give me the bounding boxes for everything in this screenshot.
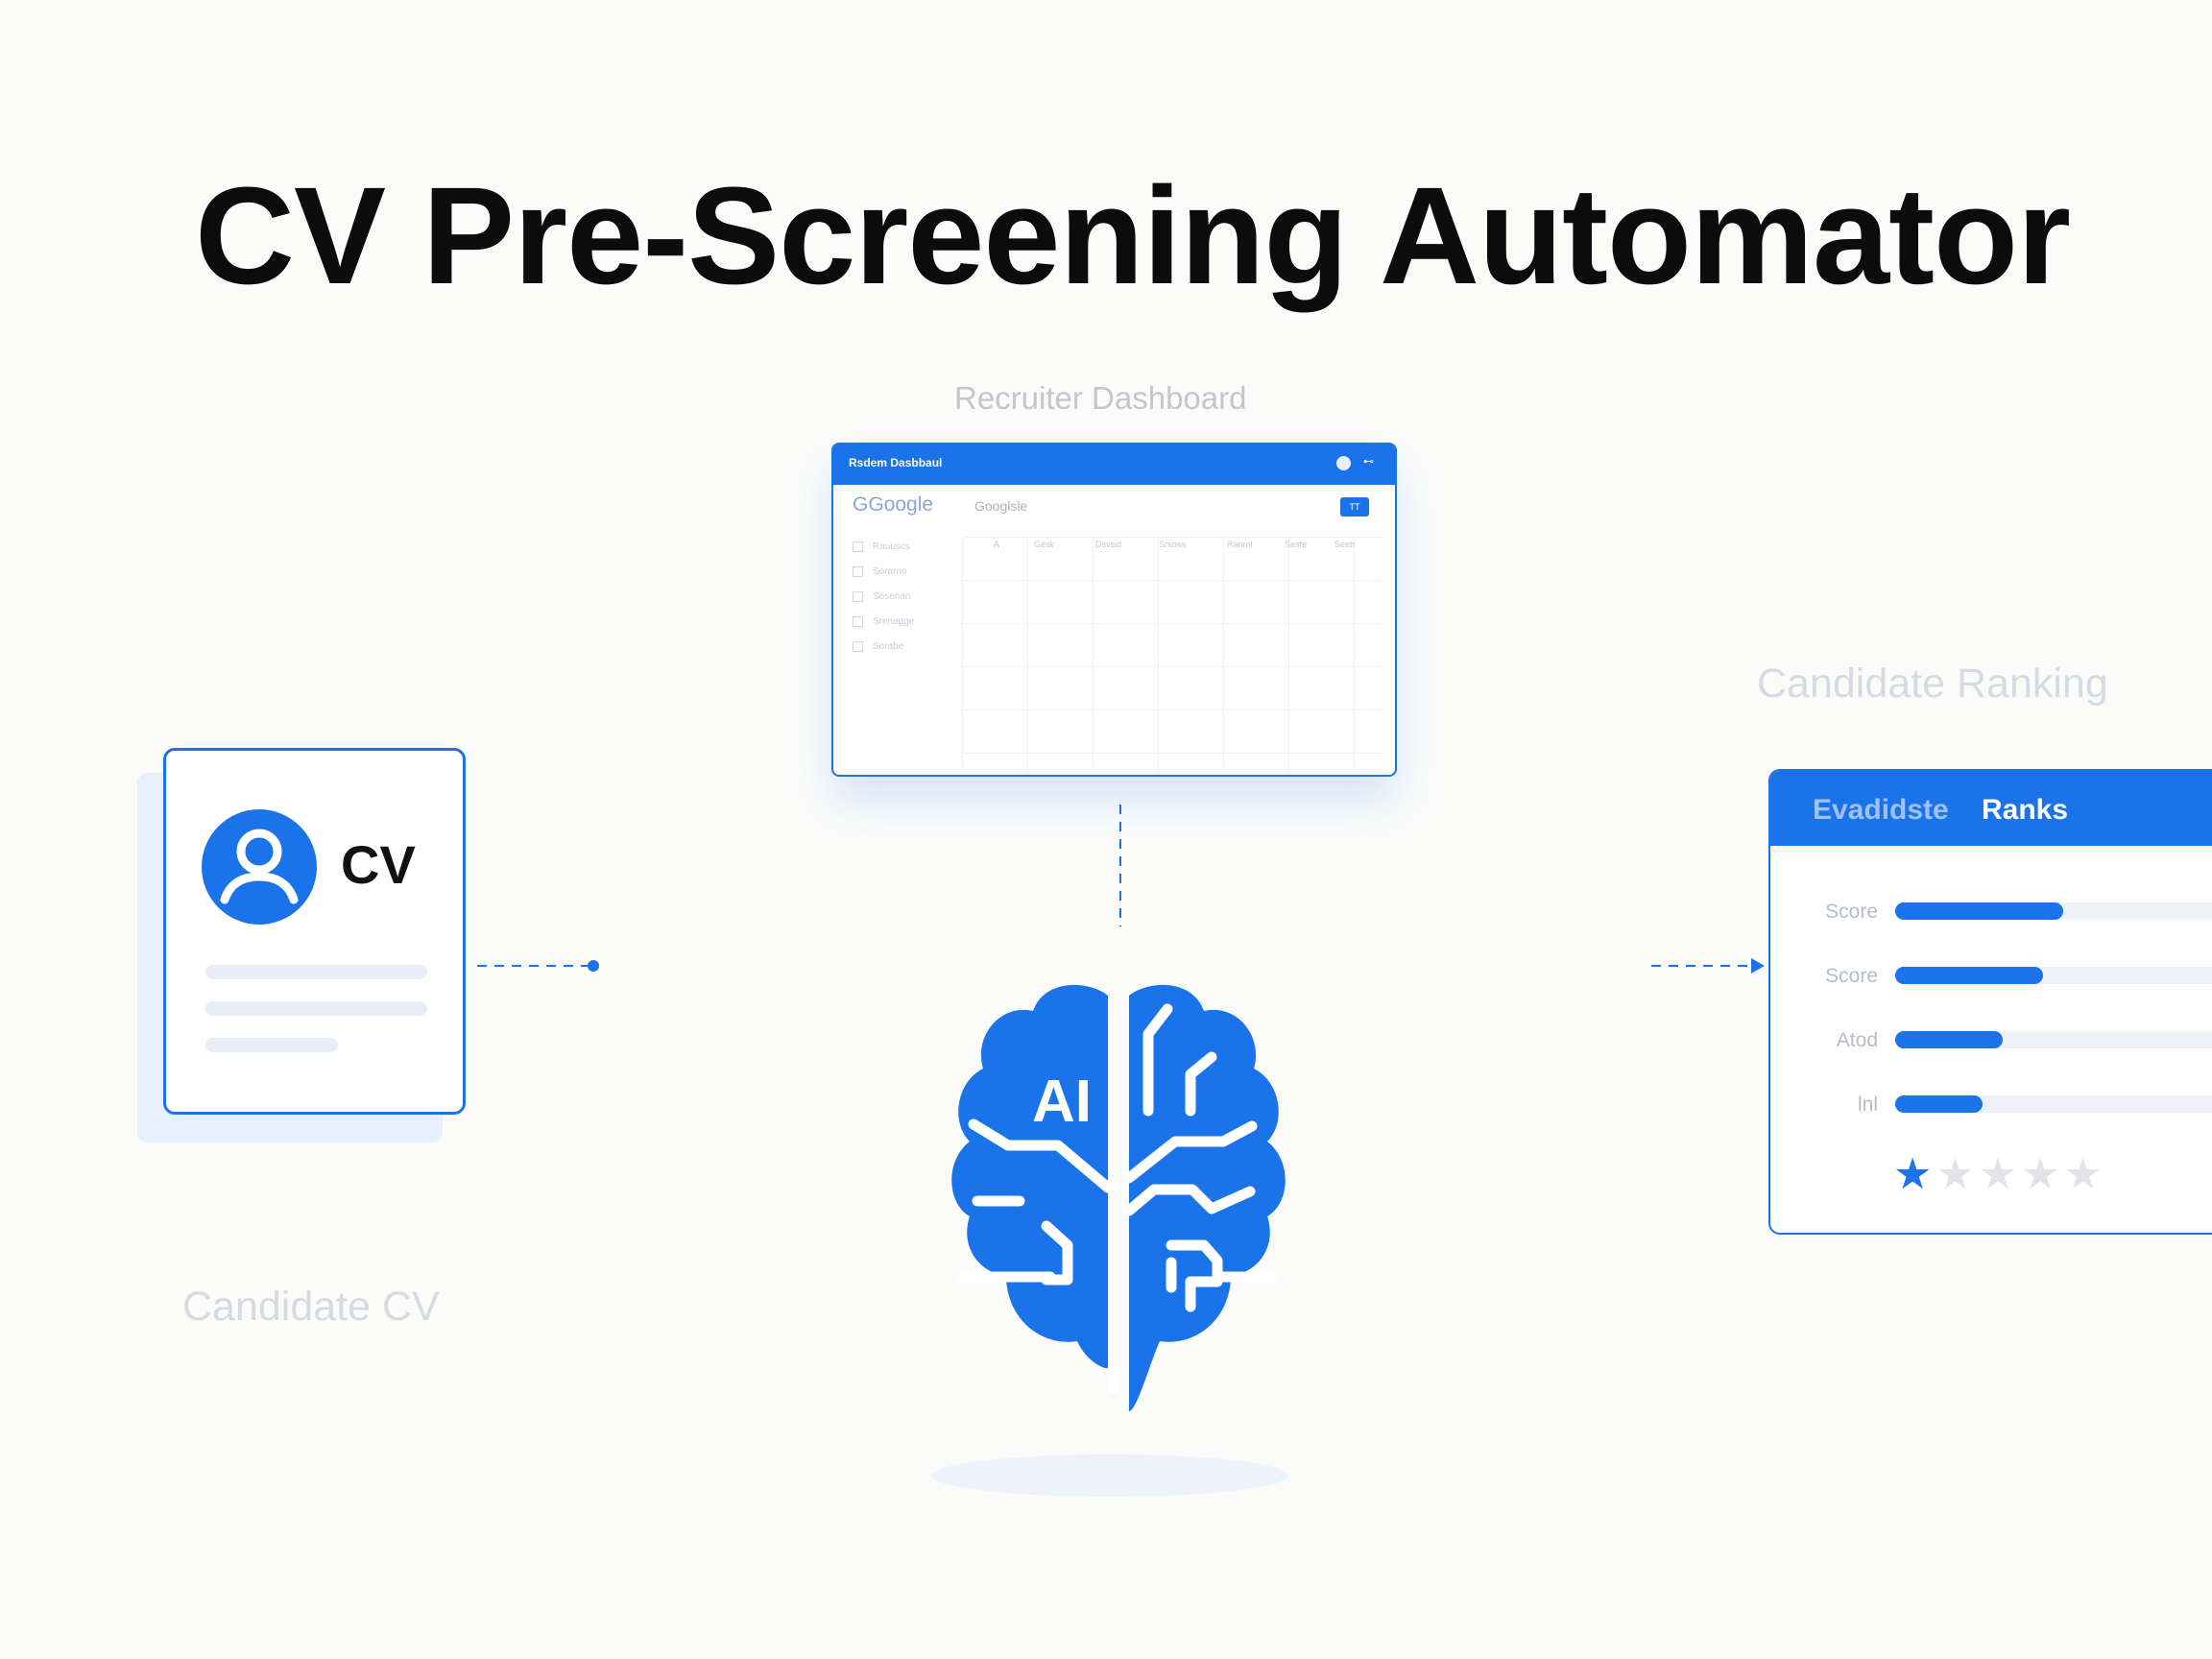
page-title: CV Pre-Screening Automator — [195, 158, 2071, 313]
sidebar-square-icon — [853, 541, 863, 552]
star-empty-icon[interactable]: ★ — [2021, 1149, 2064, 1198]
sidebar-square-icon — [853, 566, 863, 577]
table-header: Srsosa — [1159, 540, 1187, 549]
table-header: Ranrol — [1227, 540, 1253, 549]
ranking-row-label: Score — [1825, 901, 1878, 923]
cv-text-line — [205, 1001, 427, 1016]
star-empty-icon[interactable]: ★ — [1936, 1149, 1979, 1198]
arrow-right-icon — [1751, 958, 1765, 974]
dashboard-bar-title: Rsdem Dasbbaul — [849, 456, 943, 469]
table-header: A — [994, 540, 1000, 549]
table-header: Seeb — [1334, 540, 1356, 549]
dashboard-table — [962, 537, 1384, 775]
sidebar-item[interactable]: Sosenan — [853, 591, 910, 602]
sidebar-item[interactable]: Sorabe — [853, 641, 903, 652]
dashboard-search-text[interactable]: Googlsle — [974, 498, 1028, 514]
dashboard-top-bar — [833, 443, 1395, 485]
cv-badge-text: CV — [341, 834, 416, 895]
ranking-score-track — [1895, 1031, 2212, 1048]
cv-text-line — [205, 1038, 338, 1052]
candidate-cv-card — [163, 748, 466, 1115]
ranking-score-bar — [1895, 902, 2063, 920]
star-empty-icon[interactable]: ★ — [2063, 1149, 2106, 1198]
ranking-score-track — [1895, 967, 2212, 984]
recruiter-dashboard-label: Recruiter Dashboard — [954, 380, 1247, 416]
sidebar-item[interactable]: Srenagge — [853, 616, 914, 627]
sidebar-square-icon — [853, 641, 863, 652]
sidebar-item[interactable]: Sorarno — [853, 566, 907, 577]
star-empty-icon[interactable]: ★ — [1978, 1149, 2022, 1198]
ranking-score-bar — [1895, 1031, 2003, 1048]
dashboard-action-button[interactable]: TT — [1340, 497, 1369, 517]
ai-text: AI — [1032, 1069, 1092, 1135]
user-avatar-icon — [202, 809, 317, 925]
ranking-panel-header — [1770, 771, 2212, 846]
star-filled-icon[interactable]: ★ — [1893, 1149, 1936, 1198]
table-header: Sesfe — [1285, 540, 1308, 549]
sidebar-square-icon — [853, 591, 863, 602]
dashboard-logo: GGoogle — [853, 493, 934, 516]
sidebar-square-icon — [853, 616, 863, 627]
brain-shadow — [931, 1455, 1288, 1497]
connector-dot — [588, 960, 599, 972]
dashboard-profile-icon[interactable] — [1336, 456, 1351, 470]
candidate-cv-label: Candidate CV — [182, 1284, 440, 1330]
ai-brain-circuit-icon: AI — [951, 984, 1286, 1411]
ranking-row-label: Score — [1825, 965, 1878, 987]
recruiter-dashboard-window: Rsdem Dasbbaul ⊷ GGoogle Googlsle TT Rau… — [831, 443, 1397, 777]
star-rating[interactable]: ★★★★★ — [1893, 1148, 2106, 1199]
candidate-ranking-panel: Evadidste Ranks Score Score Atod lnl ★★★… — [1768, 769, 2212, 1235]
sidebar-item[interactable]: Rauuscs — [853, 541, 910, 552]
table-header: Dsvsid — [1095, 540, 1122, 549]
cv-text-line — [205, 965, 427, 979]
ranking-score-track — [1895, 1095, 2212, 1113]
ranking-score-bar — [1895, 1095, 1983, 1113]
ranking-score-bar — [1895, 967, 2043, 984]
ranking-score-track — [1895, 902, 2212, 920]
ranking-row-label: Atod — [1836, 1029, 1878, 1051]
candidate-ranking-label: Candidate Ranking — [1757, 661, 2108, 707]
table-header: Gesk — [1034, 540, 1055, 549]
dashboard-menu-icon[interactable]: ⊷ — [1363, 456, 1374, 468]
ranking-header-left: Evadidste — [1813, 794, 1949, 826]
ranking-row-label: lnl — [1857, 1094, 1878, 1116]
ranking-header-right: Ranks — [1982, 794, 2069, 826]
